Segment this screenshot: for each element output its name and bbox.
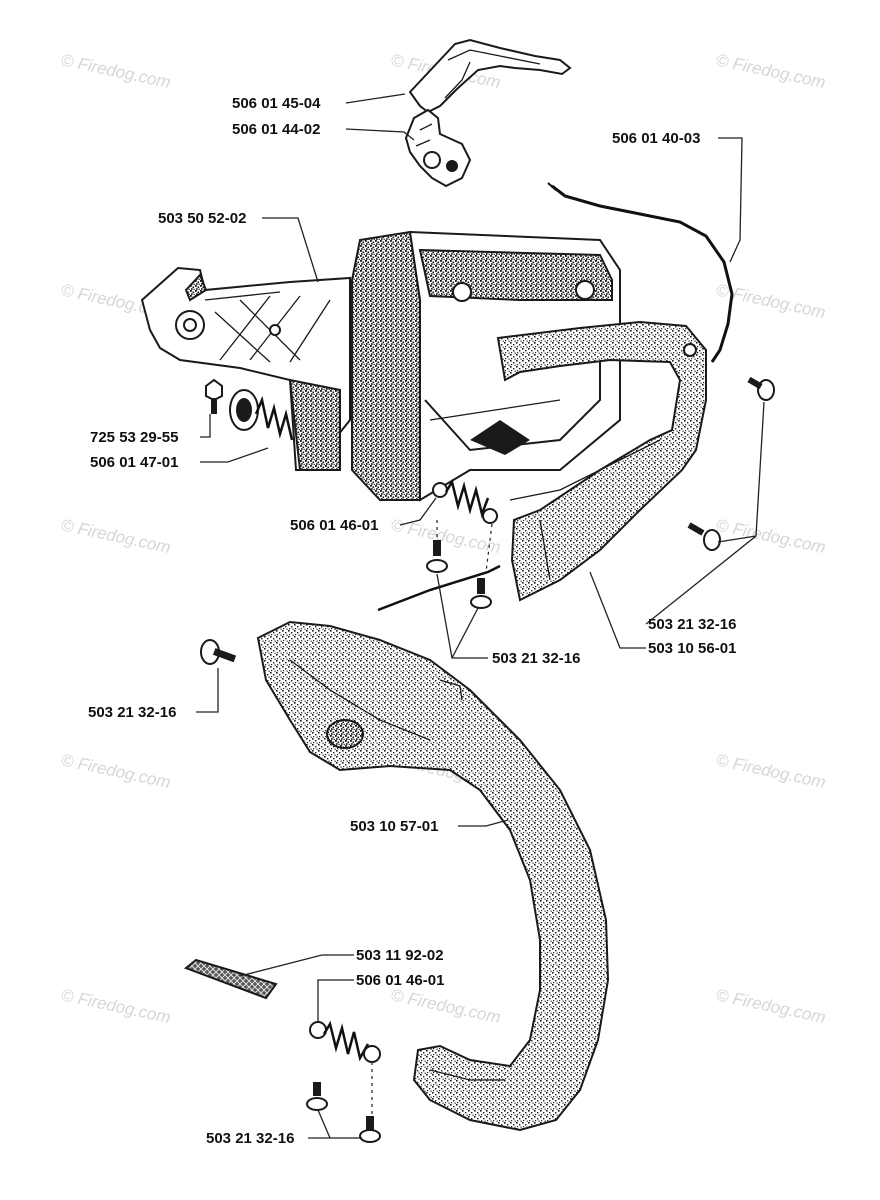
lower-spring-part — [309, 1020, 381, 1063]
screw-lower-left-part — [306, 1082, 328, 1111]
part-number-label: 503 21 32-16 — [492, 650, 580, 667]
screw-right-lower-part — [687, 522, 721, 551]
spring-cap-part — [229, 389, 294, 441]
part-number-label: 503 10 57-01 — [350, 818, 438, 835]
part-number-label: 506 01 44-02 — [232, 121, 320, 138]
watermark: © Firedog.com — [389, 985, 502, 1027]
part-number-label: 503 10 56-01 — [648, 640, 736, 657]
part-number-label: 506 01 46-01 — [356, 972, 444, 989]
watermark: © Firedog.com — [714, 50, 827, 92]
watermark: © Firedog.com — [714, 515, 827, 557]
part-number-label: 506 01 45-04 — [232, 95, 321, 112]
part-number-label: 506 01 40-03 — [612, 130, 700, 147]
brake-guard-part — [496, 320, 707, 602]
part-number-label: 506 01 46-01 — [290, 517, 378, 534]
watermark: © Firedog.com — [59, 50, 172, 92]
screw-right-upper-part — [747, 376, 775, 401]
wire-rod-part — [377, 564, 501, 612]
part-number-label: 503 21 32-16 — [648, 616, 736, 633]
part-number-label: 503 50 52-02 — [158, 210, 246, 227]
watermark: © Firedog.com — [59, 750, 172, 792]
front-handle-part — [256, 620, 610, 1132]
part-number-label: 506 01 47-01 — [90, 454, 178, 471]
part-labels: 506 01 45-04 506 01 44-02 506 01 40-03 5… — [88, 95, 736, 1147]
upper-spring-part — [432, 478, 498, 524]
screw-upper-right-part — [470, 578, 492, 609]
pad-part — [184, 958, 278, 1000]
lever-part — [408, 38, 572, 114]
leader-lines — [196, 93, 765, 1139]
brake-cable-part — [547, 182, 734, 363]
screw-left-middle-part — [200, 639, 237, 665]
screw-upper-left-part — [426, 540, 448, 573]
watermark: © Firedog.com — [59, 985, 172, 1027]
watermark: © Firedog.com — [714, 985, 827, 1027]
watermark: © Firedog.com — [714, 750, 827, 792]
screw-lower-right-part — [359, 1116, 381, 1143]
part-number-label: 503 11 92-02 — [356, 947, 444, 964]
screw-725-part — [205, 378, 223, 414]
part-number-label: 725 53 29-55 — [90, 429, 178, 446]
part-number-label: 503 21 32-16 — [88, 704, 176, 721]
part-number-label: 503 21 32-16 — [206, 1130, 294, 1147]
latch-part — [404, 108, 472, 188]
watermark: © Firedog.com — [59, 515, 172, 557]
